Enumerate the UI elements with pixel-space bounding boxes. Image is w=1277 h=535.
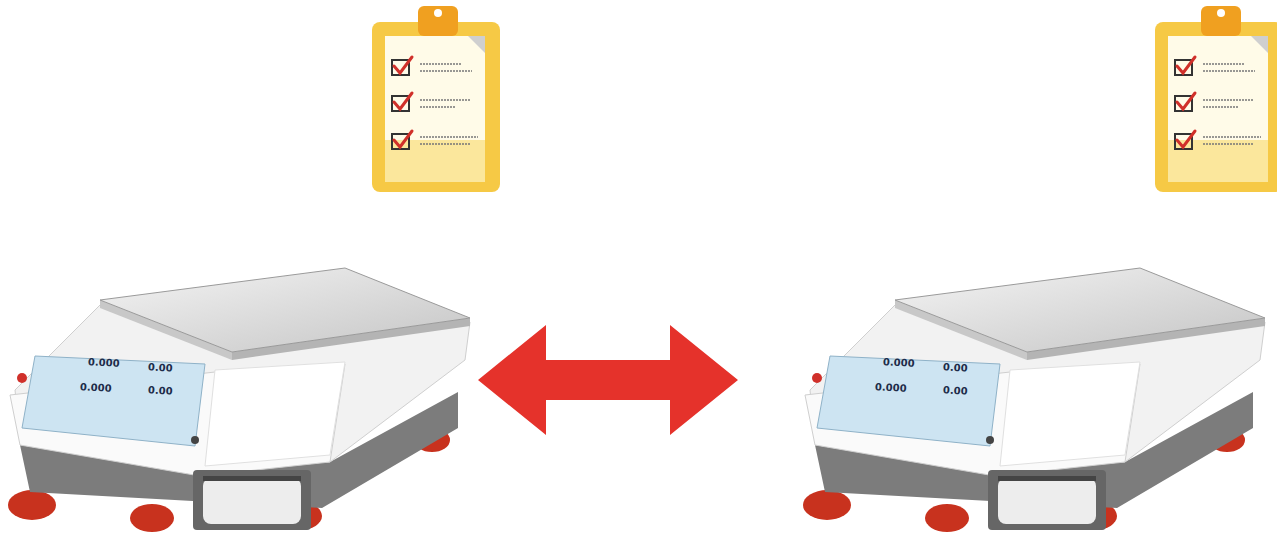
scale-illustration <box>8 268 470 532</box>
scale-node: 0.000 0.00 0.000 0.00 <box>5 262 478 535</box>
double-arrow <box>478 325 738 435</box>
scale-node: 0.000 0.00 0.000 0.00 <box>738 262 1273 535</box>
clipboard-icon <box>1155 6 1277 192</box>
screen-reading: 0.000 <box>883 356 915 369</box>
screen-reading: 0.000 <box>875 381 907 394</box>
screen-reading: 0.000 <box>80 381 112 394</box>
clipboard-icon <box>372 6 500 192</box>
screen-reading: 0.00 <box>148 384 173 396</box>
screen-reading: 0.00 <box>943 361 968 373</box>
screen-reading: 0.00 <box>148 361 173 373</box>
screen-reading: 0.00 <box>943 384 968 396</box>
scale-illustration <box>803 268 1265 532</box>
screen-reading: 0.000 <box>88 356 120 369</box>
